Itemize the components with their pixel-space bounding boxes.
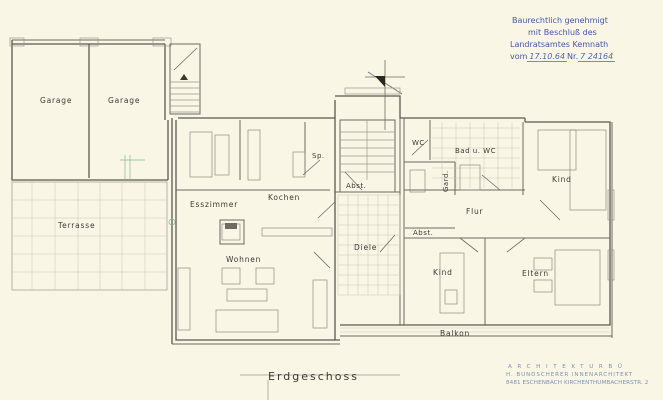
- label-esszimmer: Esszimmer: [190, 200, 238, 209]
- label-bad: Bad u. WC: [455, 147, 496, 155]
- balkon-surface: [340, 327, 610, 333]
- terrasse-paving: [11, 181, 168, 291]
- architect-office-stamp: ARCHITEKTURBÜ H. BUNDSCHERER INNENARCHIT…: [506, 363, 663, 387]
- label-terrasse: Terrasse: [57, 221, 95, 230]
- label-garage-1: Garage: [40, 96, 72, 105]
- stair-central: [339, 119, 396, 193]
- stair-garage: [169, 43, 201, 115]
- stamp-line-2: mit Beschluß des: [528, 28, 597, 37]
- label-wohnen: Wohnen: [226, 255, 261, 264]
- furniture: [177, 129, 607, 333]
- label-eltern: Eltern: [522, 269, 549, 278]
- label-speisekammer: Sp.: [312, 152, 325, 160]
- stamp-number: 7 24164: [578, 52, 616, 62]
- label-balkon: Balkon: [440, 329, 470, 338]
- label-garage-2: Garage: [108, 96, 140, 105]
- doors: [302, 139, 561, 269]
- stamp-nr-label: Nr.: [567, 52, 579, 61]
- label-kochen: Kochen: [268, 193, 300, 202]
- stamp-line-1: Baurechtlich genehmigt: [512, 16, 608, 25]
- house-walls: [171, 95, 615, 345]
- office-line-3: 8481 ESCHENBACH KIRCHENTHUMBACHERSTR. 2: [506, 380, 649, 386]
- fireplace: [219, 219, 245, 245]
- label-gard: Gard.: [442, 170, 450, 192]
- approval-stamp: Baurechtlich genehmigt mit Beschluß des …: [510, 15, 660, 63]
- bad-tiles: [432, 122, 520, 188]
- north-arrow-icon: [344, 60, 405, 130]
- stamp-date: 17.10.64: [527, 52, 568, 62]
- label-kind-2: Kind: [433, 268, 453, 277]
- office-line-1: ARCHITEKTURBÜ: [508, 364, 628, 370]
- label-abst-2: Abst.: [413, 229, 433, 237]
- stamp-line-3: Landratsamtes Kemnath: [510, 40, 609, 49]
- label-abst-1: Abst.: [346, 182, 366, 190]
- garages: [9, 37, 172, 181]
- green-marks: [120, 155, 176, 226]
- drawing-title: Erdgeschoss: [268, 370, 359, 383]
- office-line-2: H. BUNDSCHERER INNENARCHITEKT: [506, 372, 634, 378]
- label-kind-1: Kind: [552, 175, 572, 184]
- label-wc: WC: [412, 139, 425, 147]
- label-flur: Flur: [466, 207, 484, 216]
- interior-walls: [176, 118, 610, 325]
- diele-tiles: [337, 194, 401, 296]
- label-diele: Diele: [354, 243, 377, 252]
- stamp-vom-label: vom: [510, 52, 528, 61]
